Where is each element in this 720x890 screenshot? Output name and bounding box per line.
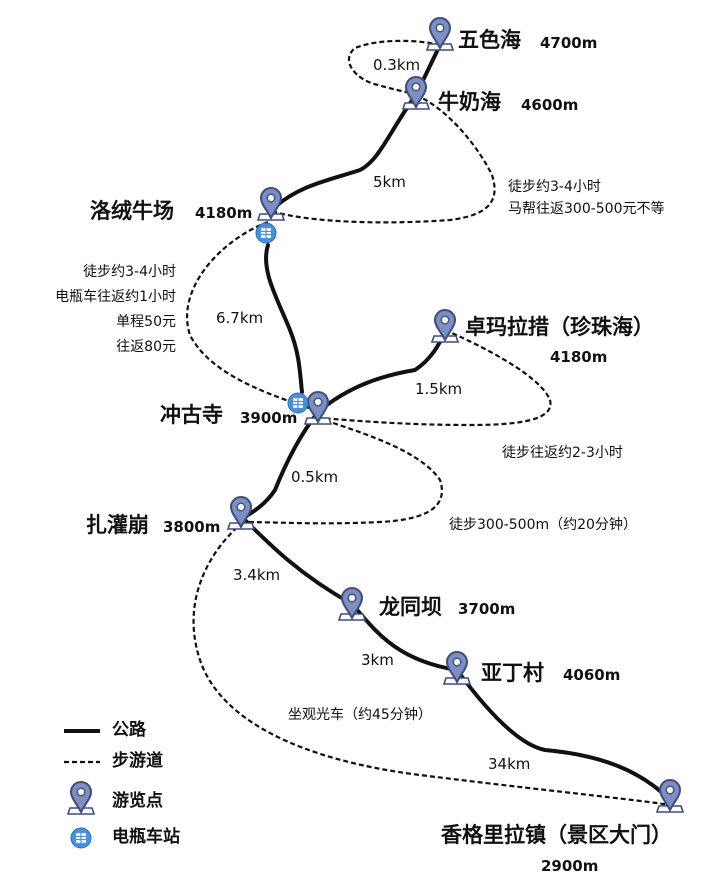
distance-chonggu-zhaguan: 0.5km — [291, 468, 339, 486]
location-name-xianggelila: 香格里拉镇（景区大门） — [441, 823, 672, 847]
legend-station-icon — [70, 827, 92, 849]
road-chonggu-zhuoma — [316, 328, 447, 414]
legend-station-label: 电瓶车站 — [112, 827, 180, 847]
distance-niunai-luorong: 5km — [373, 173, 406, 191]
location-pin-icon-zhaguan — [227, 496, 255, 530]
location-name-zhaguan: 扎灌崩 — [86, 513, 149, 537]
distance-chonggu-zhuoma: 1.5km — [415, 380, 463, 398]
altitude-zhuoma: 4180m — [550, 348, 608, 366]
note-line: 往返80元 — [116, 339, 176, 355]
location-name-chonggu: 冲古寺 — [160, 403, 223, 427]
legend-pin-icon — [67, 781, 95, 815]
altitude-zhaguan: 3800m — [163, 518, 221, 536]
location-pin-icon-yading — [443, 651, 471, 685]
location-pin-icon-niunai — [402, 76, 430, 110]
legend-scenic-label: 游览点 — [112, 791, 163, 811]
road-niunai-luorong — [273, 93, 418, 209]
altitude-luorong: 4180m — [195, 204, 253, 222]
note-line: 徒步约3-4小时 — [83, 264, 176, 280]
trail-zhuoma-loop — [317, 328, 552, 427]
location-pin-icon-chonggu — [304, 391, 332, 425]
distance-yading-xianggelila: 34km — [488, 755, 531, 773]
road-zhaguan-longtong — [241, 516, 354, 606]
note-zhaguan-trail: 徒步300-500m（约20分钟） — [449, 517, 637, 533]
location-name-niunai: 牛奶海 — [438, 90, 501, 114]
note-line: 电瓶车往返约1小时 — [55, 289, 176, 305]
trail-niunai-loop — [274, 93, 496, 224]
station-icon-luorong — [255, 222, 277, 244]
note-zhuoma-trail: 徒步往返约2-3小时 — [502, 445, 623, 461]
distance-luorong-chonggu: 6.7km — [216, 309, 264, 327]
altitude-chonggu: 3900m — [240, 409, 298, 427]
note-line: 马帮往返300-500元不等 — [508, 201, 665, 217]
road-chonggu-zhaguan — [241, 410, 320, 520]
legend-road-label: 公路 — [112, 720, 146, 740]
location-name-wuse: 五色海 — [458, 28, 521, 52]
location-name-luorong: 洛绒牛场 — [90, 199, 174, 223]
road-longtong-yading — [350, 602, 459, 672]
distance-wuse-niunai: 0.3km — [373, 56, 421, 74]
note-bus-trail: 坐观光车（约45分钟） — [288, 707, 432, 723]
location-name-zhuoma: 卓玛拉措（珍珠海） — [465, 315, 654, 339]
altitude-wuse: 4700m — [540, 34, 598, 52]
legend-trail-label: 步游道 — [112, 751, 163, 771]
location-pin-icon-luorong — [257, 187, 285, 221]
trail-zhaguan-loop — [242, 416, 443, 525]
distance-zhaguan-longtong: 3.4km — [233, 566, 281, 584]
altitude-niunai: 4600m — [521, 96, 579, 114]
location-pin-icon-zhuoma — [431, 309, 459, 343]
location-name-longtong: 龙同坝 — [379, 595, 442, 619]
distance-longtong-yading: 3km — [361, 651, 394, 669]
road-luorong-chonggu — [264, 243, 304, 394]
note-niunai-trail: 徒步约3-4小时 马帮往返300-500元不等 — [508, 176, 665, 220]
altitude-yading: 4060m — [563, 666, 621, 684]
trail-wuse-loop — [348, 39, 441, 97]
road-yading-xianggelila — [455, 668, 672, 802]
altitude-longtong: 3700m — [458, 600, 516, 618]
note-line: 单程50元 — [116, 314, 176, 330]
location-pin-icon-longtong — [338, 587, 366, 621]
altitude-xianggelila: 2900m — [541, 857, 599, 875]
trail-bus — [192, 521, 671, 807]
note-line: 徒步约3-4小时 — [508, 179, 601, 195]
location-pin-icon-wuse — [426, 17, 454, 51]
trail-luorong-chonggu — [186, 220, 316, 412]
location-name-yading: 亚丁村 — [481, 661, 544, 685]
note-luorong-trail: 徒步约3-4小时 电瓶车往返约1小时 单程50元 往返80元 — [40, 260, 176, 360]
location-pin-icon-xianggelila — [656, 779, 684, 813]
